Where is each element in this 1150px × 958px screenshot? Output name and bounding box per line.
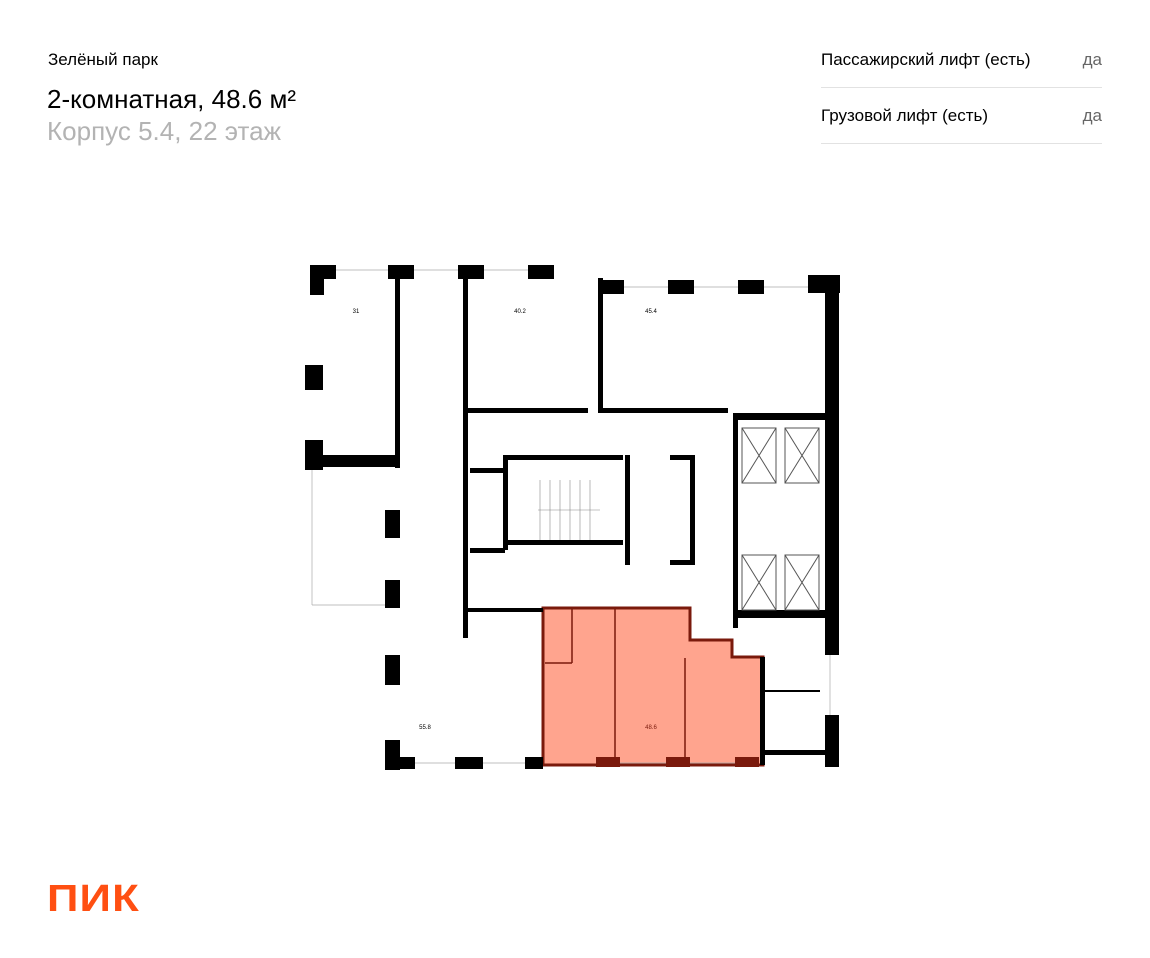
property-value: да <box>1082 49 1102 69</box>
area-label: 55.8 <box>419 725 431 731</box>
selected-apartment[interactable] <box>541 606 765 767</box>
area-label: 40.2 <box>514 309 526 315</box>
property-label: Грузовой лифт (есть) <box>821 105 989 125</box>
walls <box>305 265 840 770</box>
area-label: 45.4 <box>645 309 657 315</box>
area-label: 31 <box>353 309 360 315</box>
apartment-columns <box>596 757 759 767</box>
apartment-title: 2-комнатная, 48.6 м² <box>47 84 296 114</box>
property-label: Пассажирский лифт (есть) <box>821 49 1031 69</box>
windows <box>311 269 831 764</box>
property-value: да <box>1082 105 1102 125</box>
pik-logo[interactable]: ПИК <box>47 878 140 920</box>
area-label-selected: 48.6 <box>645 725 657 731</box>
floor-plan: 31 40.2 45.4 55.8 48.6 <box>305 265 840 770</box>
staircase <box>538 480 600 540</box>
properties-list: Пассажирский лифт (есть) да Грузовой лиф… <box>821 32 1102 144</box>
property-passenger-lift: Пассажирский лифт (есть) да <box>821 32 1102 88</box>
apartment-subtitle: Корпус 5.4, 22 этаж <box>47 116 281 146</box>
apartment-inner-walls <box>545 608 686 765</box>
project-name: Зелёный парк <box>48 50 158 69</box>
property-freight-lift: Грузовой лифт (есть) да <box>821 88 1102 144</box>
elevators <box>741 427 820 611</box>
